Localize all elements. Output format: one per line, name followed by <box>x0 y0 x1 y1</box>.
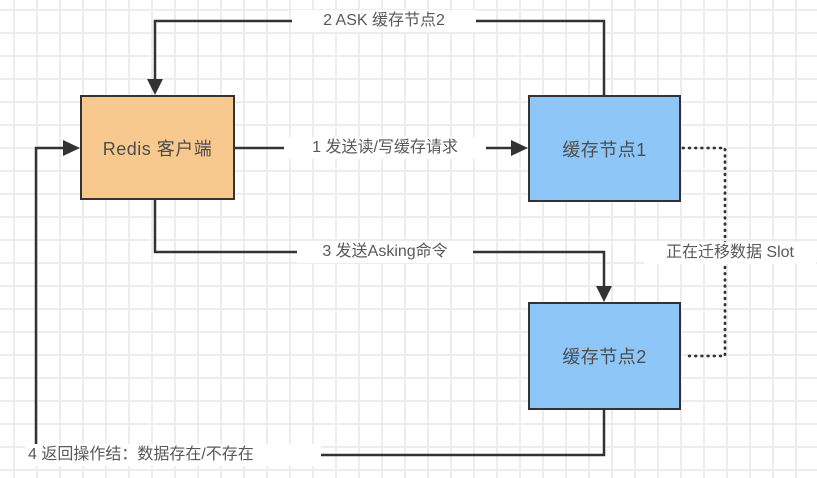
edge-4-line-b <box>34 146 64 445</box>
edge-2-line <box>153 19 606 95</box>
node-redis-client: Redis 客户端 <box>80 95 235 200</box>
edge-4-line-a <box>308 410 606 457</box>
edge-label-2-ask-cache-node2: 2 ASK 缓存节点2 <box>292 10 476 32</box>
edge-3-arrowhead <box>596 286 612 302</box>
node-cache-node-1-label: 缓存节点1 <box>562 139 647 160</box>
edge-label-migrating-data-slot: 正在迁移数据 Slot <box>644 242 816 264</box>
edge-label-3-send-asking-command: 3 发送Asking命令 <box>297 241 473 263</box>
node-cache-node-2-label: 缓存节点2 <box>562 347 647 367</box>
node-cache-node-2: 缓存节点2 <box>528 302 681 410</box>
edge-label-4-return-operation-result: 4 返回操作结：数据存在/不存在 <box>25 444 321 466</box>
edge-4-arrowhead <box>63 140 80 156</box>
node-redis-client-label: Redis 客户端 <box>102 138 213 159</box>
edge-label-1-send-read-write-request: 1 发送读/写缓存请求 <box>284 137 486 159</box>
edge-1-arrowhead <box>511 140 528 156</box>
edge-2-arrowhead <box>147 79 163 95</box>
node-cache-node-1: 缓存节点1 <box>528 95 681 202</box>
